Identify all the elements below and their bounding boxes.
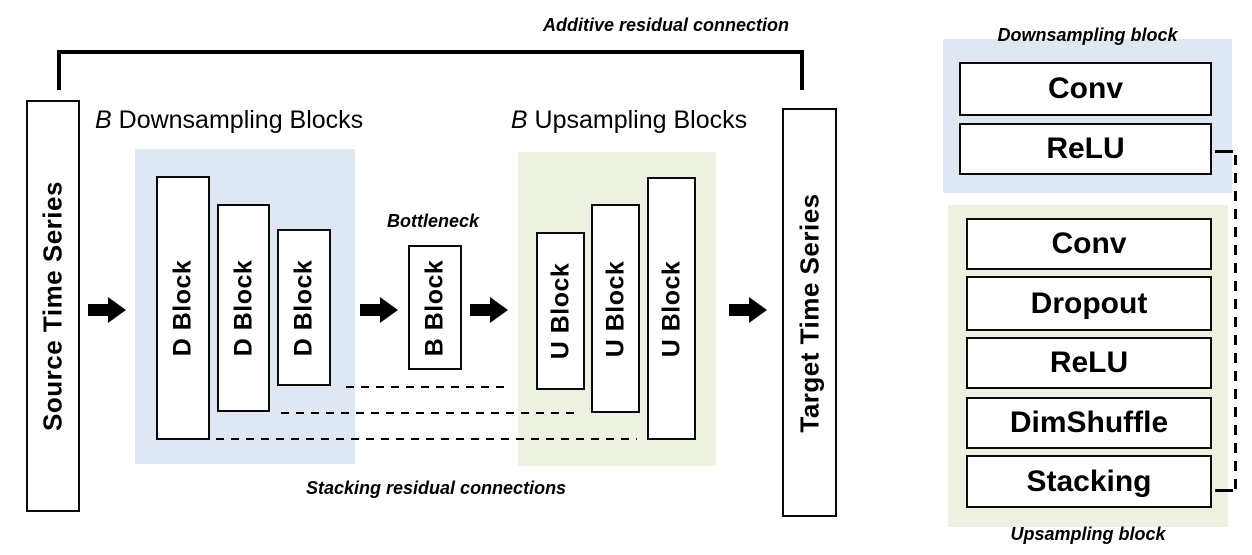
u-block-1-label: U Block (546, 262, 574, 360)
legend-upsampling-relu-layer: ReLU (966, 337, 1212, 389)
upsampling-title-b: B (510, 106, 528, 134)
target-time-series-box: Target Time Series (782, 108, 837, 517)
d-block-1-label: D Block (168, 259, 197, 357)
legend-upsampling-dropout-layer: Dropout (966, 276, 1212, 331)
b-block: B Block (408, 245, 462, 370)
d-block-2: D Block (217, 204, 270, 412)
stacking-residual-connection-line (346, 386, 506, 388)
downsampling-title-b: B (95, 106, 112, 134)
arrow-right-icon (360, 297, 398, 323)
d-block-3-label: D Block (289, 259, 318, 356)
legend-upsampling-stacking-layer: Stacking (966, 455, 1212, 508)
d-block-3: D Block (277, 229, 331, 386)
legend-downsampling-title: Downsampling block (997, 25, 1178, 45)
upsampling-title: B Upsampling Blocks (488, 106, 770, 135)
source-time-series-label: Source Time Series (37, 181, 68, 431)
bottleneck-label: Bottleneck (386, 211, 480, 231)
target-time-series-label: Target Time Series (794, 192, 824, 433)
d-block-2-label: D Block (229, 259, 257, 357)
legend-upsampling-conv-layer: Conv (966, 218, 1212, 270)
legend-downsampling-conv-layer: Conv (959, 62, 1212, 116)
legend-upsampling-title: Upsampling block (1010, 524, 1166, 544)
stacking-residual-connection-line (216, 438, 637, 440)
u-block-3: U Block (647, 177, 696, 440)
legend-upsampling-dimshuffle-layer: DimShuffle (966, 397, 1212, 449)
additive-residual-connection-label: Additive residual connection (542, 15, 790, 35)
legend-downsampling-relu-layer: ReLU (959, 123, 1212, 175)
legend-connector-line (1234, 155, 1237, 491)
downsampling-title: B Downsampling Blocks (95, 106, 364, 135)
stacking-residual-connection-line (281, 412, 580, 414)
u-block-3-label: U Block (657, 260, 685, 357)
stacking-residual-connections-label: Stacking residual connections (306, 478, 567, 498)
legend-connector-line (1215, 489, 1233, 492)
upsampling-title-text: Upsampling Blocks (534, 106, 748, 134)
source-time-series-box: Source Time Series (26, 100, 80, 512)
legend-connector-line (1215, 150, 1233, 153)
b-block-label: B Block (420, 259, 449, 356)
u-block-2-label: U Block (601, 260, 629, 357)
downsampling-title-text: Downsampling Blocks (118, 106, 364, 134)
u-block-1: U Block (536, 232, 585, 390)
additive-residual-connection-line (57, 50, 804, 90)
arrow-right-icon (729, 297, 767, 323)
arrow-right-icon (470, 297, 508, 323)
arrow-right-icon (88, 297, 126, 323)
u-block-2: U Block (591, 204, 640, 413)
d-block-1: D Block (156, 176, 210, 440)
